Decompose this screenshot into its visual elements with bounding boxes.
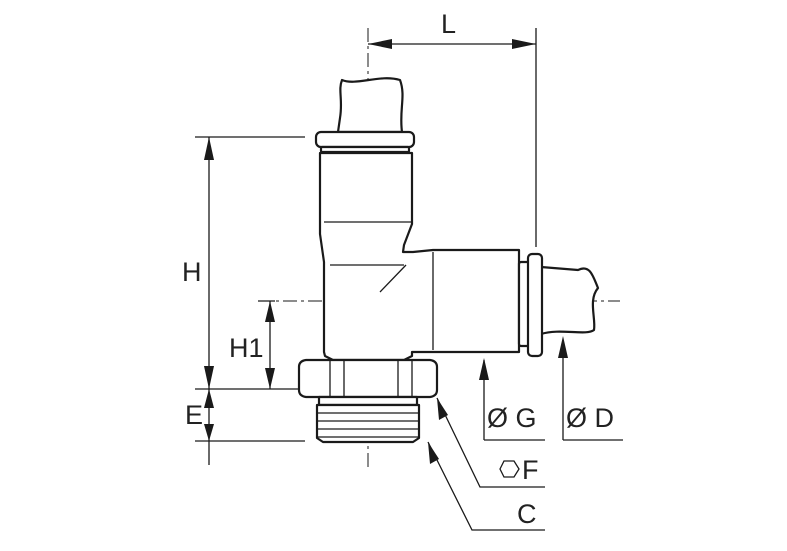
label-h1: H1 bbox=[229, 333, 264, 363]
threaded-shank bbox=[315, 403, 421, 444]
tubes bbox=[336, 77, 600, 336]
label-h: H bbox=[182, 257, 202, 287]
nut-collar bbox=[317, 395, 419, 407]
label-d: Ø D bbox=[566, 403, 614, 433]
side-collet-ring bbox=[526, 252, 544, 358]
fitting-body bbox=[297, 130, 544, 444]
horizontal-tube bbox=[539, 265, 600, 336]
label-g: Ø G bbox=[487, 403, 537, 433]
label-c: C bbox=[517, 499, 537, 529]
top-collet bbox=[314, 130, 416, 149]
hex-nut bbox=[297, 358, 439, 399]
label-f: F bbox=[522, 455, 539, 485]
hex-icon bbox=[499, 460, 520, 478]
top-collet-neck bbox=[319, 145, 411, 154]
label-l: L bbox=[441, 9, 456, 39]
arrowheads bbox=[204, 39, 568, 464]
main-body bbox=[318, 151, 521, 362]
label-e: E bbox=[185, 400, 203, 430]
vertical-tube bbox=[336, 77, 404, 134]
